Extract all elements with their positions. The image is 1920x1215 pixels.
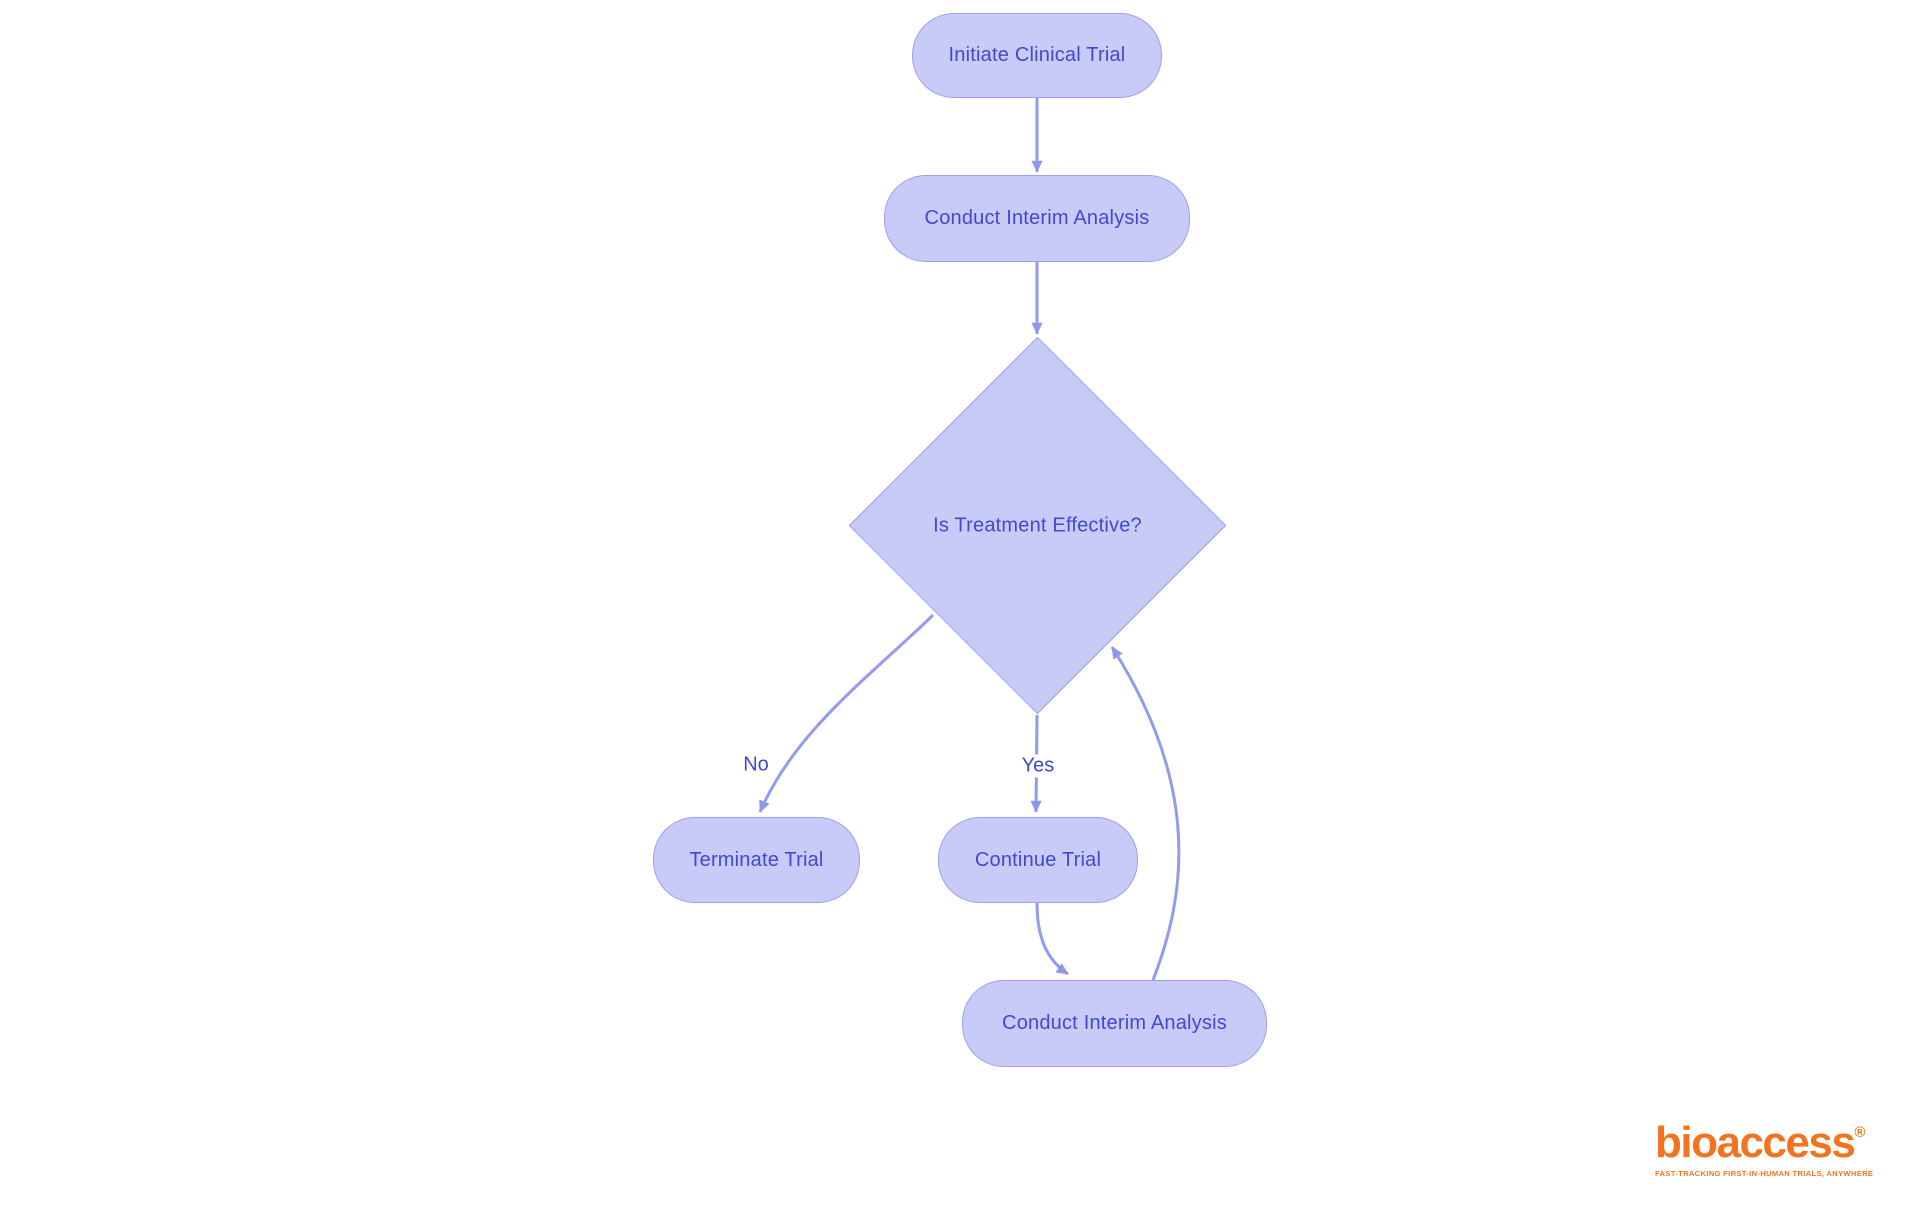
edge-label-yes: Yes [1018, 754, 1058, 778]
bioaccess-wordmark: bioaccess® [1655, 1118, 1866, 1167]
node-label: Terminate Trial [689, 848, 824, 871]
edge-interim2-to-decision-arrow [1110, 646, 1181, 981]
bioaccess-tagline: FAST-TRACKING FIRST-IN-HUMAN TRIALS, ANY… [1655, 1169, 1874, 1179]
node-conduct-interim-analysis-bottom: Conduct Interim Analysis [962, 980, 1267, 1067]
node-decision-is-treatment-effective: Is Treatment Effective? [848, 336, 1227, 715]
edge-decision-no-to-terminate-arrow [758, 613, 935, 813]
node-label: Conduct Interim Analysis [1002, 1012, 1227, 1034]
node-label: Initiate Clinical Trial [948, 44, 1126, 66]
node-conduct-interim-analysis-top: Conduct Interim Analysis [884, 175, 1190, 262]
bioaccess-logo: bioaccess® FAST-TRACKING FIRST-IN-HUMAN … [1655, 1118, 1874, 1179]
edge-continue-to-interim2-arrow [1035, 902, 1069, 976]
node-label: Is Treatment Effective? [933, 514, 1142, 536]
registered-trademark-icon: ® [1854, 1124, 1866, 1141]
edge-label-no: No [740, 753, 772, 777]
node-label: Conduct Interim Analysis [924, 207, 1150, 229]
node-continue-trial: Continue Trial [938, 817, 1138, 903]
node-label: Continue Trial [974, 848, 1102, 871]
node-initiate-clinical-trial: Initiate Clinical Trial [912, 13, 1162, 98]
node-terminate-trial: Terminate Trial [653, 817, 860, 903]
